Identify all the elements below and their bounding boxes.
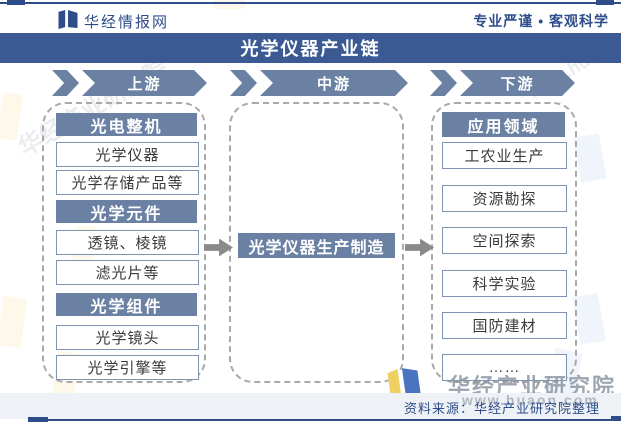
top-accent-line [0,2,621,4]
bottom-line-left-cap [28,417,48,422]
top-line-right-cap [596,0,614,5]
brand-book-icon [58,10,78,29]
stage-chevron-midstream [230,70,257,96]
stage-chevron-upstream [52,70,79,96]
upstream-item: 光学镜头 [56,325,199,350]
stage-chevron-downstream [430,70,457,96]
stage-band-downstream: 下游 [460,70,575,96]
midstream-box [229,102,404,383]
downstream-item: 资源勘探 [442,185,567,212]
watermark-shape [0,295,28,349]
upstream-group-header: 光学组件 [56,293,197,316]
upstream-item: 光学仪器 [56,142,199,167]
downstream-group-header: 应用领域 [442,112,565,137]
midstream-node: 光学仪器生产制造 [238,233,395,258]
downstream-item: 空间探索 [442,227,567,254]
downstream-item: …… [442,354,567,381]
page-title: 光学仪器产业链 [240,39,381,59]
upstream-box [42,102,206,383]
top-line-left-cap [7,0,25,5]
upstream-item: 滤光片等 [56,260,199,285]
upstream-item: 光学引擎等 [56,355,199,380]
watermark-shape [573,133,607,183]
upstream-group-header: 光学元件 [56,200,197,223]
source-note: 资料来源：华经产业研究院整理 [403,401,600,416]
downstream-item: 工农业生产 [442,142,567,169]
bottom-accent-line [28,419,621,421]
footer-band [0,393,621,419]
upstream-item: 透镜、棱镜 [56,230,199,255]
flow-arrow-mid-to-down [405,238,434,257]
downstream-box [431,102,577,383]
stage-band-midstream: 中游 [260,70,408,96]
stage-band-upstream: 上游 [82,70,207,96]
downstream-item: 国防建材 [442,312,567,339]
watermark-shape [572,293,606,345]
brand-name: 华经情报网 [84,14,170,31]
upstream-group-header: 光电整机 [56,113,197,136]
watermark-shape [0,91,24,141]
header-tagline: 专业严谨 • 客观科学 [473,13,609,29]
title-bar: 光学仪器产业链 [0,33,621,63]
downstream-item: 科学实验 [442,270,567,297]
bottom-line-right-cap [611,416,621,421]
upstream-item: 光学存储产品等 [56,170,199,195]
